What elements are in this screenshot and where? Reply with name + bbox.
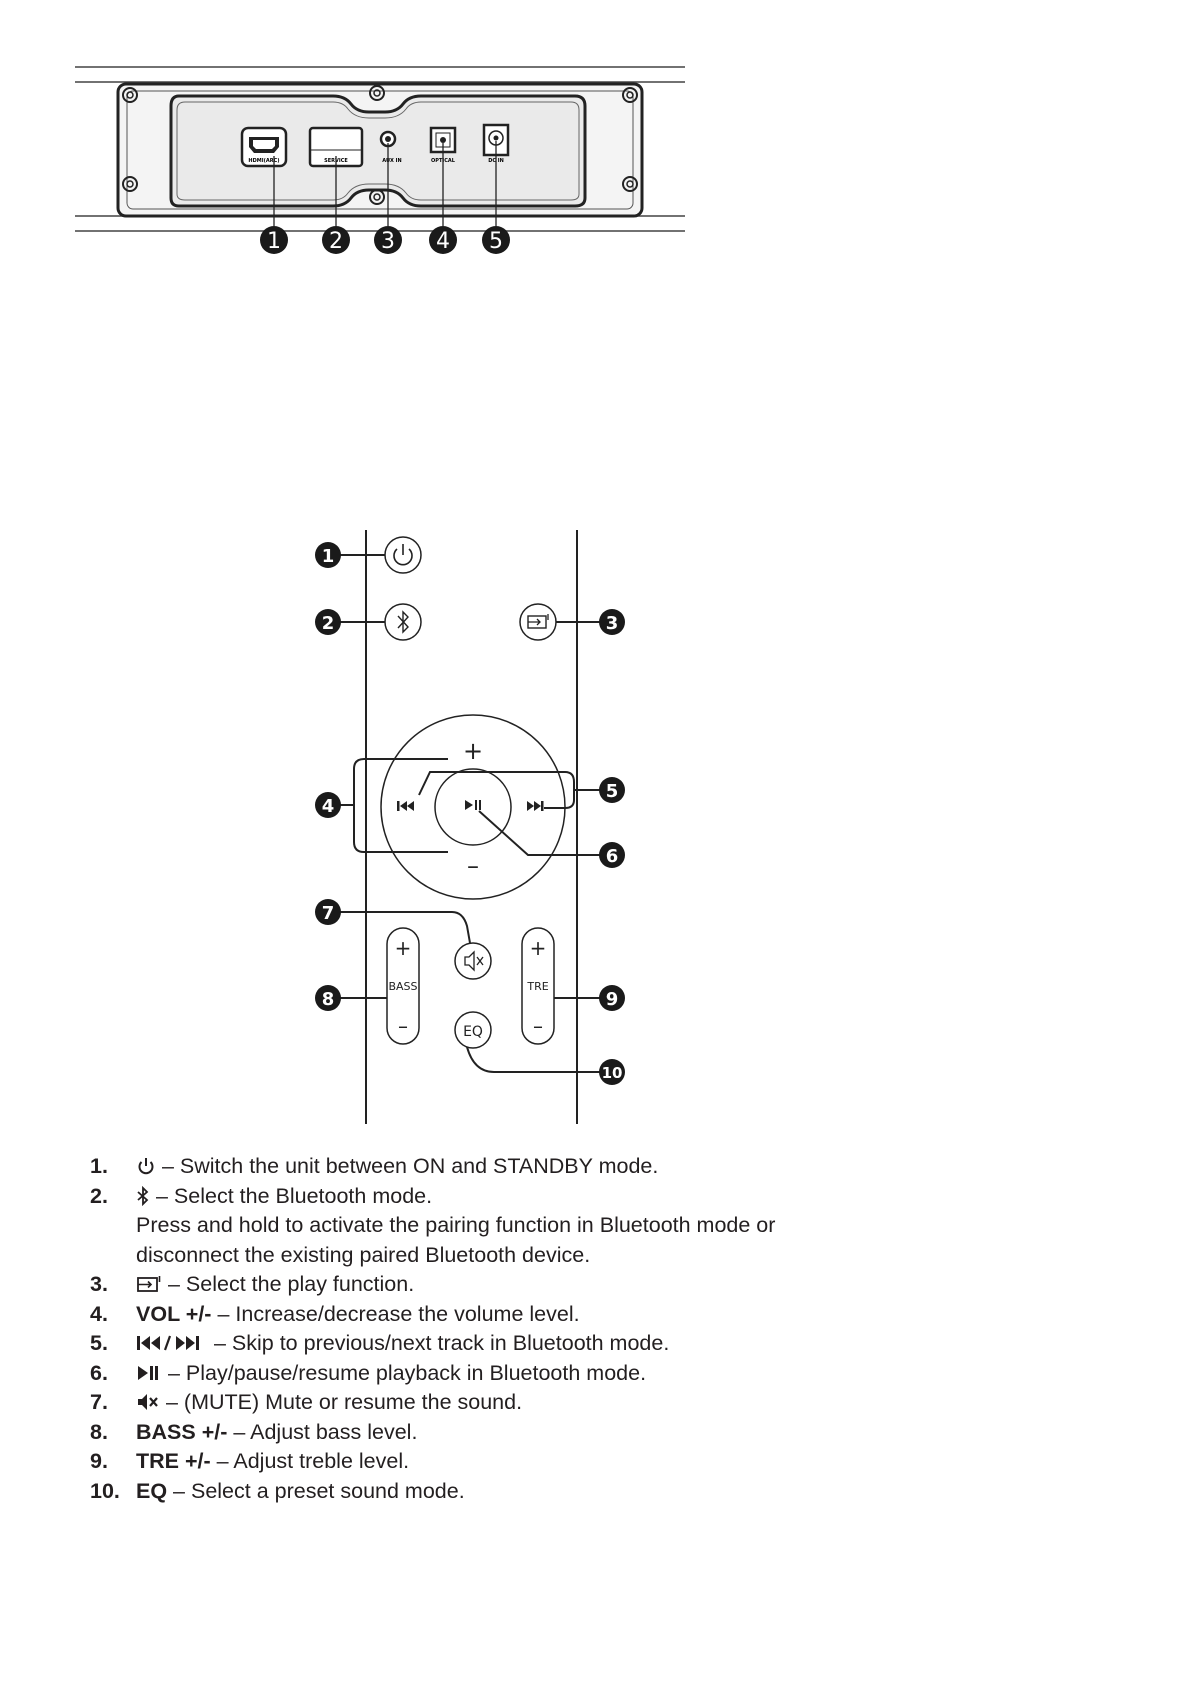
svg-text:EQ: EQ <box>463 1024 483 1040</box>
callout-5: 5 <box>599 777 625 803</box>
list-item: 3. – Select the play function. <box>90 1270 850 1300</box>
remote-control-diagram: + – + BASS – + TRE – EQ <box>62 512 828 1148</box>
list-item: 1. – Switch the unit between ON and STAN… <box>90 1152 850 1182</box>
hdmi-port: HDMI(ARC) <box>240 126 288 168</box>
callout-10: 10 <box>599 1059 625 1085</box>
list-number: 4. <box>90 1301 108 1326</box>
svg-text:10: 10 <box>602 1064 623 1082</box>
bluetooth-button <box>384 603 422 641</box>
list-number: 5. <box>90 1331 108 1355</box>
svg-text:4: 4 <box>322 796 335 817</box>
callout-3: 3 <box>599 609 625 635</box>
list-text: – Select the Bluetooth mode. <box>155 1183 433 1208</box>
svg-text:6: 6 <box>606 846 619 867</box>
svg-text:9: 9 <box>606 989 619 1010</box>
bass-up-label: + <box>395 936 412 960</box>
port-callout-5: 5 <box>482 226 510 254</box>
aux-port-label: AUX IN <box>382 158 401 164</box>
power-icon <box>136 1154 156 1178</box>
list-number: 7. <box>90 1390 108 1414</box>
bass-down-label: – <box>398 1014 408 1038</box>
mute-icon <box>136 1390 160 1414</box>
list-text: – (MUTE) Mute or resume the sound. <box>165 1390 523 1414</box>
list-number: 9. <box>90 1449 108 1473</box>
treble-down-label: – <box>533 1014 543 1038</box>
list-number: 6. <box>90 1360 108 1385</box>
screw-icon <box>122 85 638 205</box>
list-label: EQ <box>136 1478 168 1503</box>
prev-next-icon <box>136 1331 208 1355</box>
list-text: – Adjust treble level. <box>210 1449 410 1473</box>
list-label: TRE +/- <box>136 1449 211 1473</box>
list-item: 9. TRE +/- – Adjust treble level. <box>90 1447 850 1477</box>
callout-4: 4 <box>315 792 341 818</box>
svg-text:3: 3 <box>381 229 395 254</box>
list-item: 10. EQ – Select a preset sound mode. <box>90 1477 850 1507</box>
previous-track-icon <box>397 801 414 811</box>
port-callout-4: 4 <box>429 226 457 254</box>
list-item: 4. VOL +/- – Increase/decrease the volum… <box>90 1300 850 1330</box>
treble-up-label: + <box>530 936 547 960</box>
svg-text:5: 5 <box>606 781 619 802</box>
list-label: VOL +/- <box>136 1301 212 1326</box>
list-number: 1. <box>90 1154 108 1178</box>
callout-6: 6 <box>599 842 625 868</box>
list-item: 6. – Play/pause/resume playback in Bluet… <box>90 1359 850 1389</box>
hdmi-port-label: HDMI(ARC) <box>248 158 279 164</box>
list-number: 8. <box>90 1419 108 1444</box>
bass-rocker: + BASS – <box>386 927 420 1045</box>
list-number: 10. <box>90 1478 120 1503</box>
list-item: 2. – Select the Bluetooth mode. Press an… <box>90 1182 850 1271</box>
port-callout-1: 1 <box>260 226 288 254</box>
svg-text:2: 2 <box>322 613 335 634</box>
bluetooth-icon <box>136 1184 150 1208</box>
port-callout-2: 2 <box>322 226 350 254</box>
list-label: BASS +/- <box>136 1419 228 1444</box>
next-track-icon <box>527 801 544 811</box>
volume-up-label: + <box>463 737 483 765</box>
input-source-icon <box>136 1272 162 1296</box>
rear-panel-diagram: HDMI(ARC) SERVICE AUX IN OPTICAL DC IN 1… <box>75 58 685 270</box>
callout-9: 9 <box>599 985 625 1011</box>
treble-label: TRE <box>526 980 548 993</box>
button-function-list: 1. – Switch the unit between ON and STAN… <box>90 1152 850 1506</box>
list-text: – Adjust bass level. <box>227 1419 418 1444</box>
list-item: 7. – (MUTE) Mute or resume the sound. <box>90 1388 850 1418</box>
callout-1: 1 <box>315 542 341 568</box>
port-callout-3: 3 <box>374 226 402 254</box>
list-text: – Play/pause/resume playback in Bluetoot… <box>167 1360 647 1385</box>
list-item: 5. – Skip to previous/next track in Blue… <box>90 1329 850 1359</box>
power-button <box>384 536 422 574</box>
callout-2: 2 <box>315 609 341 635</box>
list-text: Press and hold to activate the pairing f… <box>136 1213 776 1267</box>
svg-text:2: 2 <box>329 229 343 254</box>
list-number: 2. <box>90 1183 108 1208</box>
callout-8: 8 <box>315 985 341 1011</box>
input-source-button <box>519 603 557 641</box>
list-text: – Switch the unit between ON and STANDBY… <box>161 1154 659 1178</box>
volume-down-label: – <box>467 852 479 880</box>
svg-text:1: 1 <box>267 229 281 254</box>
bass-label: BASS <box>388 980 417 993</box>
list-text: – Select the play function. <box>167 1272 415 1296</box>
svg-text:4: 4 <box>436 229 450 254</box>
volume-track-dial: + – <box>380 714 566 900</box>
svg-text:7: 7 <box>322 903 335 924</box>
play-pause-icon <box>465 800 481 810</box>
list-item: 8. BASS +/- – Adjust bass level. <box>90 1418 850 1448</box>
eq-button: EQ <box>454 1011 492 1049</box>
treble-rocker: + TRE – <box>521 927 555 1045</box>
list-text: – Select a preset sound mode. <box>167 1478 465 1503</box>
svg-text:5: 5 <box>489 229 503 254</box>
play-pause-icon <box>136 1361 162 1385</box>
list-number: 3. <box>90 1272 108 1296</box>
svg-text:3: 3 <box>606 613 619 634</box>
list-text: – Increase/decrease the volume level. <box>211 1301 580 1326</box>
list-text: – Skip to previous/next track in Bluetoo… <box>213 1331 670 1355</box>
mute-button <box>454 942 492 980</box>
svg-text:8: 8 <box>322 989 335 1010</box>
svg-text:1: 1 <box>322 546 335 567</box>
callout-7: 7 <box>315 899 341 925</box>
